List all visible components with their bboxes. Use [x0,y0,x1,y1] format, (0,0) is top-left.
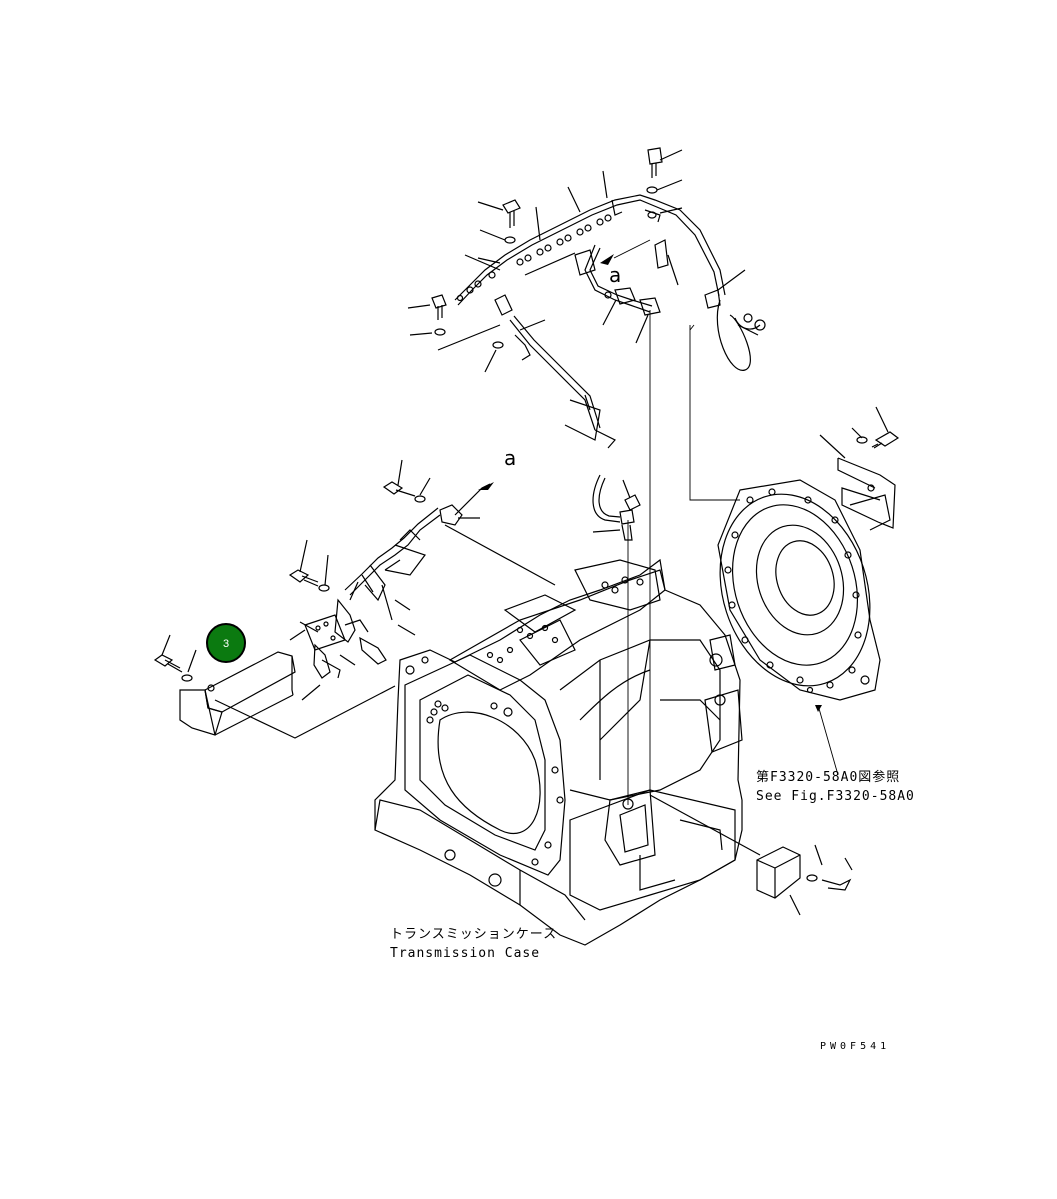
cover-plate-left [179,651,396,739]
bolt-flange-top [819,406,900,459]
callout-a-middle: a [504,446,516,470]
callout-a-upper: a [609,263,621,287]
sensor-middle [592,474,641,541]
bolt-left [153,634,197,682]
reference-label-en: See Fig.F3320-58A0 [756,789,915,804]
bracket-flange-top [837,457,896,529]
reference-label-jp: 第F3320-58A0図参照 [756,769,900,785]
bracket-bottom-right [649,794,853,916]
bolt-mid-left [288,539,330,592]
pipe-left [334,507,441,643]
flange-cover [717,479,891,701]
drawing-code: PW0F541 [820,1041,890,1052]
case-label-jp: トランスミッションケース [390,927,557,942]
upper-harness [407,147,766,449]
case-label-en: Transmission Case [390,946,540,961]
transmission-case [374,558,743,946]
sensor-cluster-left [289,614,387,701]
callout-badge-number: 3 [223,638,229,650]
callout-badge-3[interactable]: 3 [206,623,246,663]
clamp-middle [382,459,556,586]
